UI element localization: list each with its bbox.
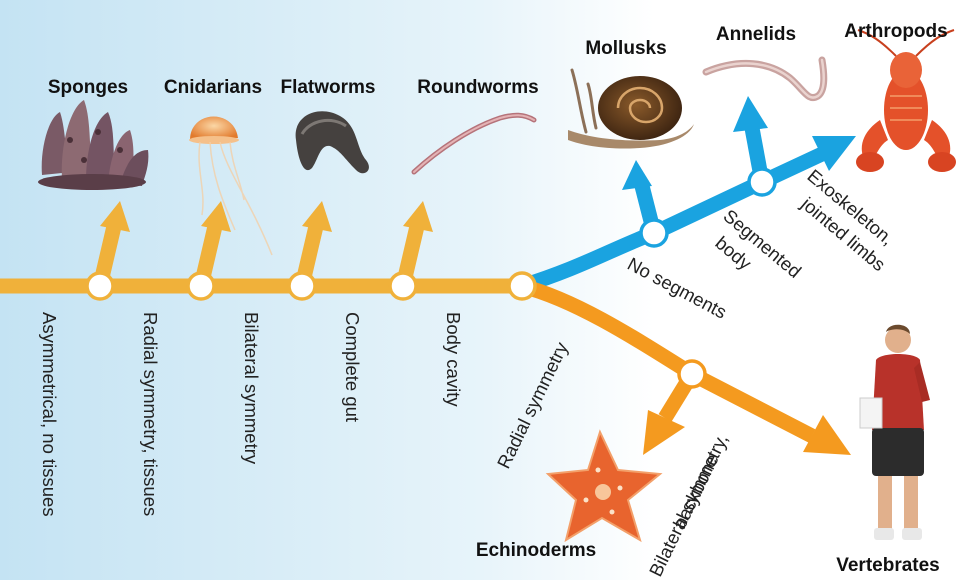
label-flatworms: Flatworms (280, 77, 375, 98)
char-bilateral: Bilateral symmetry (241, 312, 262, 465)
node-tissues (188, 273, 214, 299)
char-radial-tissues: Radial symmetry, tissues (140, 312, 161, 516)
label-cnidarians: Cnidarians (164, 77, 262, 98)
label-vertebrates: Vertebrates (836, 555, 940, 576)
node-asymmetry (87, 273, 113, 299)
label-mollusks: Mollusks (585, 38, 666, 59)
label-roundworms: Roundworms (417, 77, 538, 98)
label-arthropods: Arthropods (844, 21, 947, 42)
node-complete-gut (390, 273, 416, 299)
char-complete-gut: Complete gut (342, 312, 363, 422)
node-bilateral (289, 273, 315, 299)
node-exoskeleton (749, 169, 775, 195)
label-echinoderms: Echinoderms (476, 540, 596, 561)
node-body-cavity (509, 273, 535, 299)
char-asymmetrical: Asymmetrical, no tissues (39, 312, 60, 517)
char-body-cavity: Body cavity (443, 312, 464, 407)
node-segmentation (641, 220, 667, 246)
label-annelids: Annelids (716, 24, 796, 45)
node-deuterostome-split (679, 361, 705, 387)
label-sponges: Sponges (48, 77, 128, 98)
